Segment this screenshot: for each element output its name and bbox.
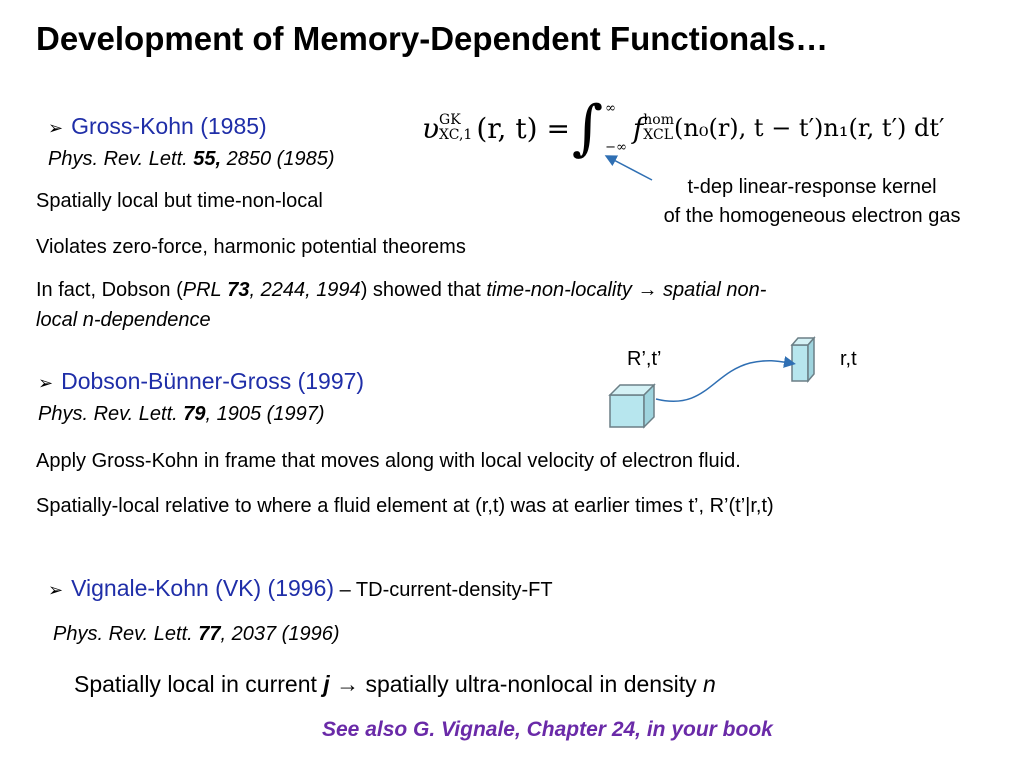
kernel-label: t-dep linear-response kernel of the homo… [612, 173, 1012, 231]
integral-sign: ∫ [571, 93, 604, 163]
dobson-pre: In fact, Dobson ( [36, 279, 183, 301]
dobson-time-nonlocality: time-non-locality [486, 279, 632, 301]
vk-ref-volume: 77 [198, 623, 221, 645]
vk-post: spatially ultra-nonlocal in density [359, 671, 703, 697]
formula-lower-limit: −∞ [605, 140, 627, 155]
formula-v-sub: XC,1 [439, 127, 473, 143]
formula-upper-limit: ∞ [605, 101, 617, 116]
cube-from-icon [608, 383, 656, 429]
slide-title: Development of Memory-Dependent Function… [36, 20, 829, 57]
diagram-label-to: r,t [840, 348, 857, 370]
formula-f: f [632, 111, 644, 145]
formula-body: (n₀(r), t − t′)n₁(r, t′) dt′ [674, 114, 945, 142]
bullet-arrow-icon: ➢ [48, 580, 64, 600]
formula-f-sub: XCL [643, 127, 674, 143]
dobson-spatial-nonlocal: spatial non- [663, 279, 767, 301]
formula-v-sup: GK [439, 112, 461, 129]
gk-line-spatially-local: Spatially local but time-non-local [36, 190, 323, 212]
bullet-arrow-icon: ➢ [48, 118, 64, 138]
gk-formula: υ GK XC,1 (r, t) = ∫ ∞ −∞ f hom XCL (n₀(… [422, 98, 944, 158]
gk-heading-row: ➢ Gross-Kohn (1985) [48, 113, 267, 140]
implies-arrow-icon: → [637, 279, 658, 301]
dbg-ref-pages: , 1905 (1997) [205, 403, 325, 425]
formula-f-sup: hom [643, 112, 675, 129]
vk-ref-journal: Phys. Rev. Lett. [53, 623, 193, 645]
vk-heading: Vignale-Kohn (VK) (1996) [71, 575, 335, 601]
vk-n: n [702, 671, 716, 697]
gk-line-violates: Violates zero-force, harmonic potential … [36, 236, 466, 258]
fluid-element-diagram [608, 335, 816, 429]
dbg-ref-volume: 79 [183, 403, 206, 425]
formula-v-scripts: GK XC,1 [439, 113, 472, 142]
dobson-mid: ) showed that [360, 279, 487, 301]
vk-statement: Spatially local in current j → spatially… [74, 671, 716, 698]
vk-pre: Spatially local in current [74, 671, 324, 697]
vk-ref-pages: , 2037 (1996) [220, 623, 340, 645]
implies-arrow-icon: → [336, 671, 360, 697]
gk-heading: Gross-Kohn (1985) [71, 113, 267, 139]
vk-heading-suffix: – TD-current-density-FT [334, 579, 553, 601]
dbg-heading-row: ➢ Dobson-Bünner-Gross (1997) [38, 368, 364, 395]
kernel-pointer-arrow [604, 155, 653, 181]
dbg-line-spatially-local: Spatially-local relative to where a flui… [36, 495, 774, 517]
trajectory-arrow [655, 356, 796, 402]
dbg-line-frame: Apply Gross-Kohn in frame that moves alo… [36, 450, 741, 472]
dbg-reference: Phys. Rev. Lett. 79, 1905 (1997) [38, 403, 324, 426]
cube-to-icon [790, 335, 816, 384]
formula-limits: ∞ −∞ [605, 102, 627, 154]
gk-ref-journal: Phys. Rev. Lett. [48, 148, 188, 170]
dobson-ref-volume: 73 [227, 279, 250, 301]
gk-ref-volume: 55, [193, 148, 222, 170]
see-also-note: See also G. Vignale, Chapter 24, in your… [322, 718, 773, 741]
dobson-ref-pages: , 2244, 1994 [249, 279, 361, 301]
formula-args: (r, t) = [476, 111, 570, 145]
vk-heading-row: ➢ Vignale-Kohn (VK) (1996) – TD-current-d… [48, 575, 553, 602]
formula-v: υ [422, 111, 440, 145]
diagram-label-from: R’,t’ [627, 348, 662, 370]
vk-reference: Phys. Rev. Lett. 77, 2037 (1996) [53, 623, 339, 646]
formula-f-scripts: hom XCL [643, 113, 674, 142]
gk-reference: Phys. Rev. Lett. 55, 2850 (1985) [48, 148, 335, 171]
kernel-label-line2: of the homogeneous electron gas [663, 205, 961, 227]
dbg-ref-journal: Phys. Rev. Lett. [38, 403, 178, 425]
dbg-heading: Dobson-Bünner-Gross (1997) [61, 368, 365, 394]
dobson-ref-journal: PRL [182, 279, 222, 301]
kernel-label-line1: t-dep linear-response kernel [687, 176, 937, 198]
vk-j: j [323, 671, 330, 697]
gk-ref-pages: 2850 (1985) [226, 148, 335, 170]
dobson-statement: In fact, Dobson (PRL 73, 2244, 1994) sho… [36, 275, 986, 335]
dobson-n-dependence: local n-dependence [36, 309, 211, 331]
bullet-arrow-icon: ➢ [38, 373, 54, 393]
